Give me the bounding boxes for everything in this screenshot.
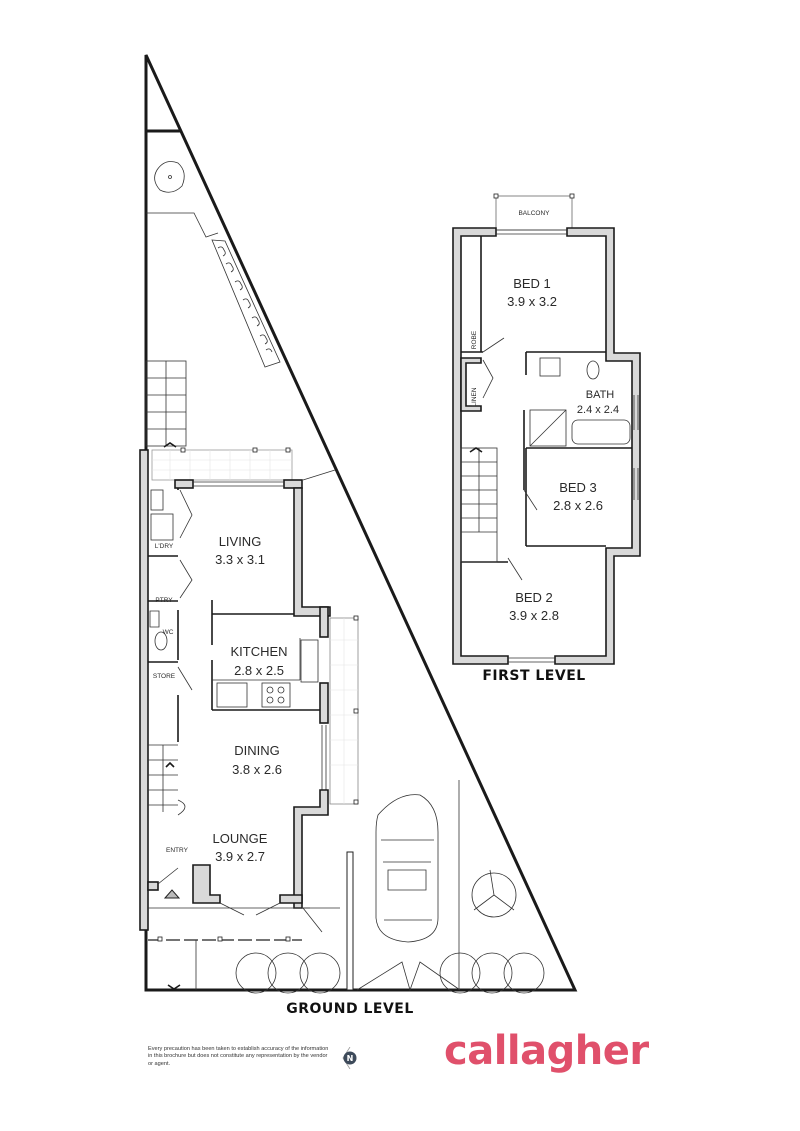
dining-dims: 3.8 x 2.6 (232, 762, 282, 777)
linen-label: LINEN (471, 387, 478, 406)
stair-direction-icon (163, 442, 177, 448)
ground-level-title: GROUND LEVEL (286, 1001, 414, 1017)
bed1-label: BED 1 (513, 276, 551, 291)
bed3-label: BED 3 (559, 480, 597, 495)
tree-icon (471, 872, 517, 918)
pantry-label: PTRY (155, 597, 173, 604)
bed1-dims: 3.9 x 3.2 (507, 294, 557, 309)
ground-level-plan (139, 54, 578, 994)
kitchen-dims: 2.8 x 2.5 (234, 663, 284, 678)
lounge-label: LOUNGE (213, 831, 268, 846)
toilet-icon (154, 631, 168, 651)
kitchen-sink (300, 639, 319, 683)
first-level-title: FIRST LEVEL (482, 668, 585, 684)
entry-label: ENTRY (166, 847, 189, 854)
balcony-label: BALCONY (518, 210, 550, 217)
bath-label: BATH (586, 389, 615, 401)
disclaimer-text: Every precaution has been taken to estab… (148, 1046, 329, 1067)
bed3-dims: 2.8 x 2.6 (553, 498, 603, 513)
west-wall (139, 449, 149, 931)
car-icon (375, 794, 439, 943)
brand-logo: callagher (444, 1028, 649, 1074)
fridge-space (216, 682, 248, 708)
wc-label: WC (163, 629, 174, 636)
first-level-plan (452, 193, 641, 665)
basin (539, 357, 561, 377)
laundry-label: L'DRY (155, 543, 174, 550)
planter-box (211, 239, 281, 368)
dining-label: DINING (234, 743, 280, 758)
site-boundary (144, 54, 578, 992)
bed2-dims: 3.9 x 2.8 (509, 608, 559, 623)
living-dims: 3.3 x 3.1 (215, 552, 265, 567)
toilet-icon (586, 360, 600, 380)
laundry-tub (150, 513, 174, 541)
bed2-label: BED 2 (515, 590, 553, 605)
bathtub (571, 419, 631, 445)
store-label: STORE (153, 673, 176, 680)
north-compass-icon: N (342, 1047, 357, 1069)
robe-label: ROBE (471, 330, 478, 349)
shower (529, 409, 567, 447)
cooktop (261, 682, 291, 708)
tree-icon (154, 161, 185, 193)
kitchen-label: KITCHEN (230, 644, 287, 659)
bath-dims: 2.4 x 2.4 (577, 404, 619, 416)
entry-arrow-icon (163, 889, 181, 899)
north-label: N (347, 1054, 354, 1063)
lounge-dims: 3.9 x 2.7 (215, 849, 265, 864)
living-label: LIVING (219, 534, 262, 549)
